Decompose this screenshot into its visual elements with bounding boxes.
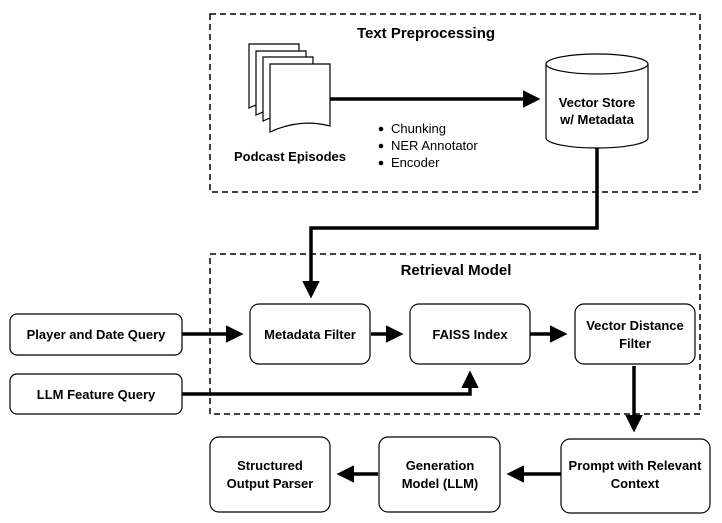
faiss-index-label: FAISS Index: [432, 327, 508, 342]
llm-feature-query-node: LLM Feature Query: [9, 373, 183, 415]
text-preprocessing-title: Text Preprocessing: [357, 25, 495, 42]
bullet-icon: [378, 160, 384, 166]
vector-store-label-line1: Vector Store: [559, 95, 636, 110]
vector-store-label-line2: w/ Metadata: [559, 112, 634, 127]
player-date-query-node: Player and Date Query: [9, 313, 183, 356]
edge-vectorstore-to-metadata-filter: [302, 148, 599, 299]
retrieval-model-title: Retrieval Model: [401, 262, 512, 279]
structured-output-parser-label-line2: Output Parser: [227, 476, 314, 491]
prompt-context-label-line1: Prompt with Relevant: [569, 458, 703, 473]
text-preprocessing-group: Text Preprocessing: [209, 13, 701, 193]
metadata-filter-node: Metadata Filter: [249, 303, 371, 365]
step-ner-annotator: NER Annotator: [391, 138, 478, 153]
prompt-context-node: Prompt with Relevant Context: [560, 438, 711, 514]
structured-output-parser-label-line1: Structured: [237, 458, 303, 473]
metadata-filter-label: Metadata Filter: [264, 327, 356, 342]
vector-store-node: Vector Store w/ Metadata: [545, 53, 649, 149]
structured-output-parser-node: Structured Output Parser: [209, 436, 331, 513]
vector-distance-filter-label-line2: Filter: [619, 336, 651, 351]
edges: [182, 90, 643, 483]
player-date-query-label: Player and Date Query: [27, 327, 166, 342]
step-chunking: Chunking: [391, 121, 446, 136]
prompt-context-label-line2: Context: [611, 476, 660, 491]
faiss-index-node: FAISS Index: [409, 303, 531, 365]
document-stack-icon: [248, 43, 331, 133]
generation-model-label-line2: Model (LLM): [402, 476, 479, 491]
preprocessing-steps-list: Chunking NER Annotator Encoder: [378, 121, 478, 170]
podcast-episodes-label: Podcast Episodes: [234, 149, 346, 164]
edge-llm-query-to-faiss: [182, 370, 479, 396]
podcast-episodes-node: Podcast Episodes: [234, 43, 346, 164]
database-icon: [545, 64, 649, 149]
generation-model-node: Generation Model (LLM): [378, 436, 501, 513]
llm-feature-query-label: LLM Feature Query: [37, 387, 156, 402]
bullet-icon: [378, 126, 384, 132]
vector-distance-filter-label-line1: Vector Distance: [586, 318, 684, 333]
step-encoder: Encoder: [391, 155, 440, 170]
generation-model-label-line1: Generation: [406, 458, 475, 473]
bullet-icon: [378, 143, 384, 149]
vector-distance-filter-node: Vector Distance Filter: [574, 303, 696, 365]
